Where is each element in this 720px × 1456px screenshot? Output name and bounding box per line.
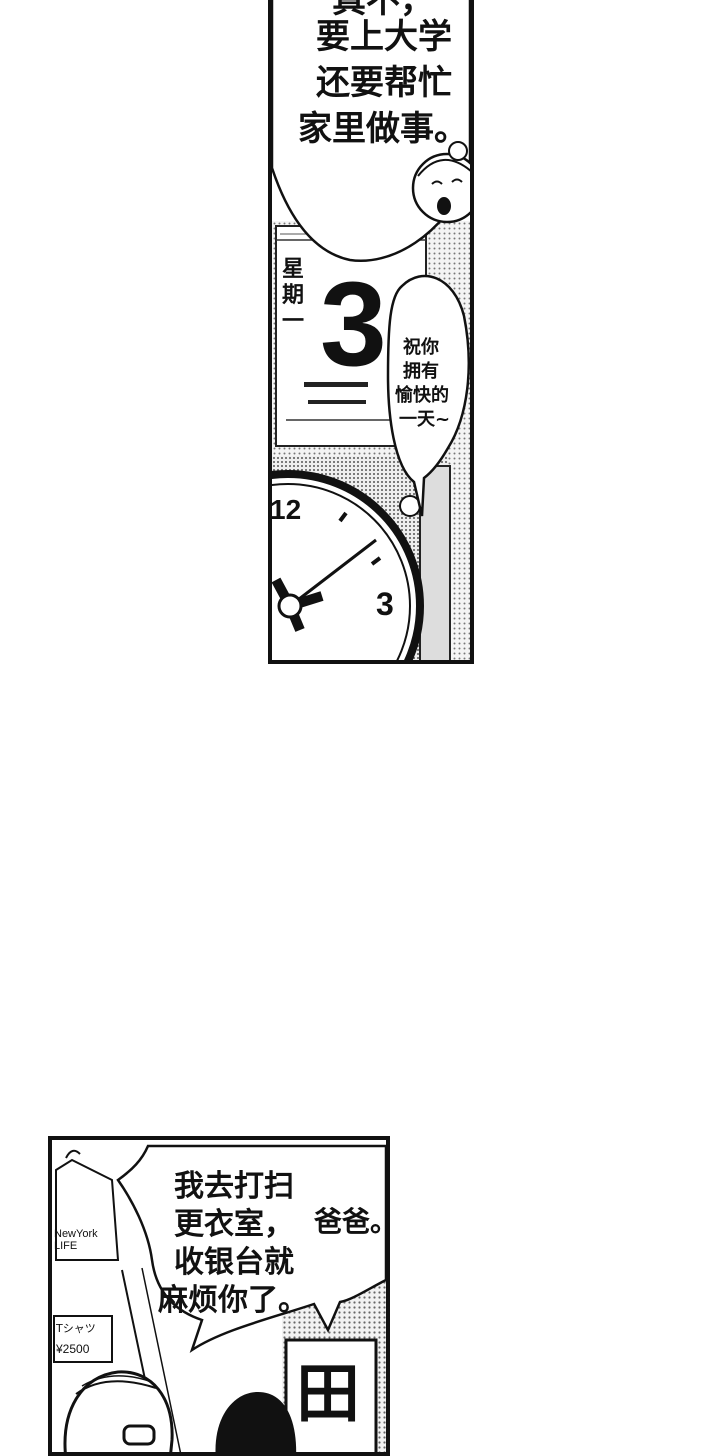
clock-number-3: 3 <box>376 586 394 622</box>
panel-bottom-artwork <box>52 1140 386 1452</box>
calendar-weekday-char-1: 星 <box>282 257 305 282</box>
manga-panel-top: 真不， 要上大学 还要帮忙 家里做事。 星 期 一 3 祝你 拥有 愉快的 一天… <box>268 0 474 664</box>
speech-line-bottom-3: 收银台就 <box>174 1245 294 1280</box>
narration-line-1: 要上大学 <box>316 17 452 57</box>
speech-bubble-shape-bottom <box>116 1144 386 1354</box>
speech-line-3: 愉快的 <box>395 385 449 406</box>
calendar-weekday-char-3: 一 <box>282 309 305 334</box>
chibi-face-icon <box>411 141 470 224</box>
manga-panel-bottom: NewYork LIFE Tシャツ ¥2500 我去打扫 更衣室， 收银台就 麻… <box>48 1136 390 1456</box>
speech-line-bottom-2: 更衣室， <box>174 1207 294 1242</box>
speech-line-bottom-1: 我去打扫 <box>174 1169 294 1204</box>
clock-number-12: 12 <box>270 494 302 525</box>
price-tag-line-1: Tシャツ <box>56 1322 96 1335</box>
narration-line-2: 还要帮忙 <box>316 63 452 103</box>
shirt-text-line-2: LIFE <box>54 1240 78 1252</box>
calendar-day-number: 3 <box>320 257 387 391</box>
speech-line-bottom-4: 麻烦你了。 <box>158 1283 308 1318</box>
speech-bubble-shape <box>386 274 470 517</box>
price-tag-line-2: ¥2500 <box>56 1342 90 1356</box>
narration-line-3: 家里做事。 <box>298 109 468 149</box>
speech-line-1: 祝你 <box>403 337 439 358</box>
shirt-text-line-1: NewYork <box>54 1228 98 1240</box>
speech-line-2: 拥有 <box>403 361 439 382</box>
calendar-weekday-char-2: 期 <box>282 283 305 308</box>
speech-line-4: 一天~ <box>399 409 451 430</box>
side-text-dad: 爸爸。 <box>314 1205 390 1238</box>
panel-top-artwork <box>272 0 470 660</box>
store-sign-text: 田 <box>296 1358 360 1432</box>
narration-cut-text: 真不， <box>332 0 434 21</box>
